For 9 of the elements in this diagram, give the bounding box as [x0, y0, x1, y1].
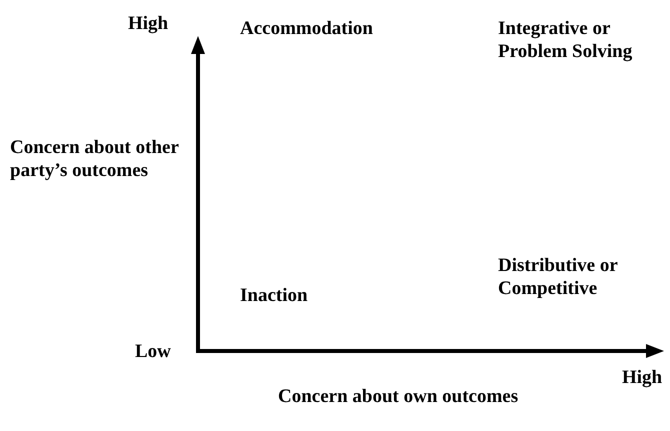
axis-title: Concern about own outcomes	[278, 385, 518, 408]
axis-label: High	[128, 12, 168, 35]
quadrant-label: Inaction	[240, 284, 308, 307]
axis-title: Concern about other party’s outcomes	[10, 136, 180, 182]
axis-label: High	[622, 366, 662, 389]
quadrant-label: Accommodation	[240, 17, 373, 40]
quadrant-label: Integrative or Problem Solving	[498, 17, 634, 63]
quadrant-label: Distributive or Competitive	[498, 254, 618, 300]
axis-label: Low	[135, 340, 171, 363]
